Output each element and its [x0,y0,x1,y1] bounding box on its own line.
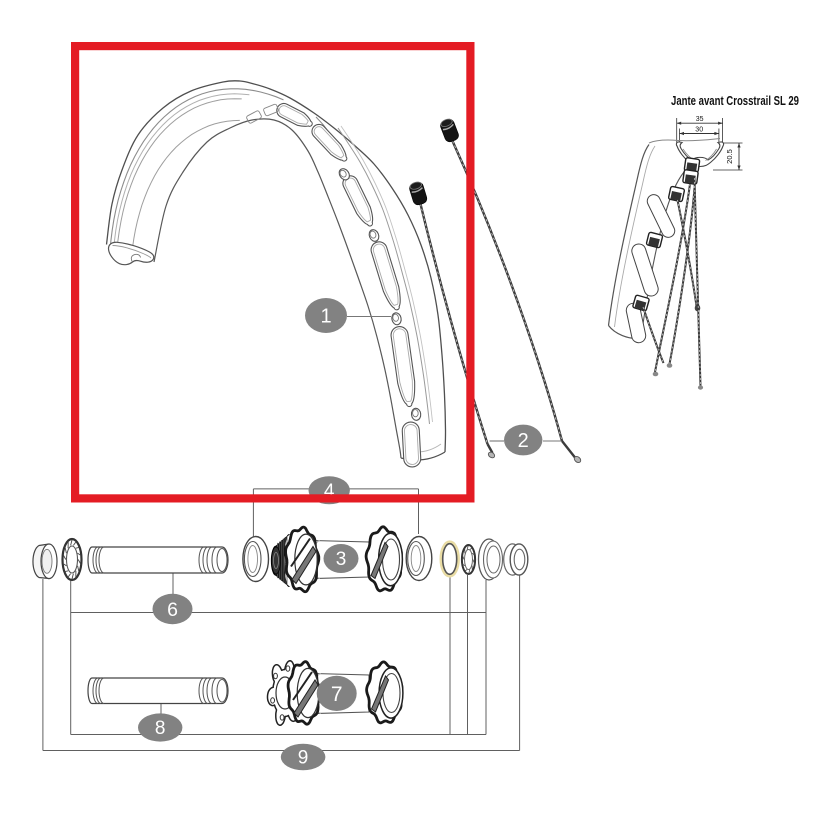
svg-text:1: 1 [320,306,331,328]
svg-text:Jante avant Crosstrail SL 29: Jante avant Crosstrail SL 29 [671,94,799,108]
svg-text:7: 7 [331,683,343,706]
svg-text:8: 8 [155,718,166,739]
svg-text:30: 30 [695,126,703,133]
svg-text:6: 6 [167,599,178,621]
svg-text:35: 35 [696,116,704,123]
svg-text:3: 3 [336,549,347,570]
svg-text:2: 2 [518,430,529,452]
svg-text:20.5: 20.5 [725,149,734,164]
svg-text:9: 9 [298,748,309,769]
